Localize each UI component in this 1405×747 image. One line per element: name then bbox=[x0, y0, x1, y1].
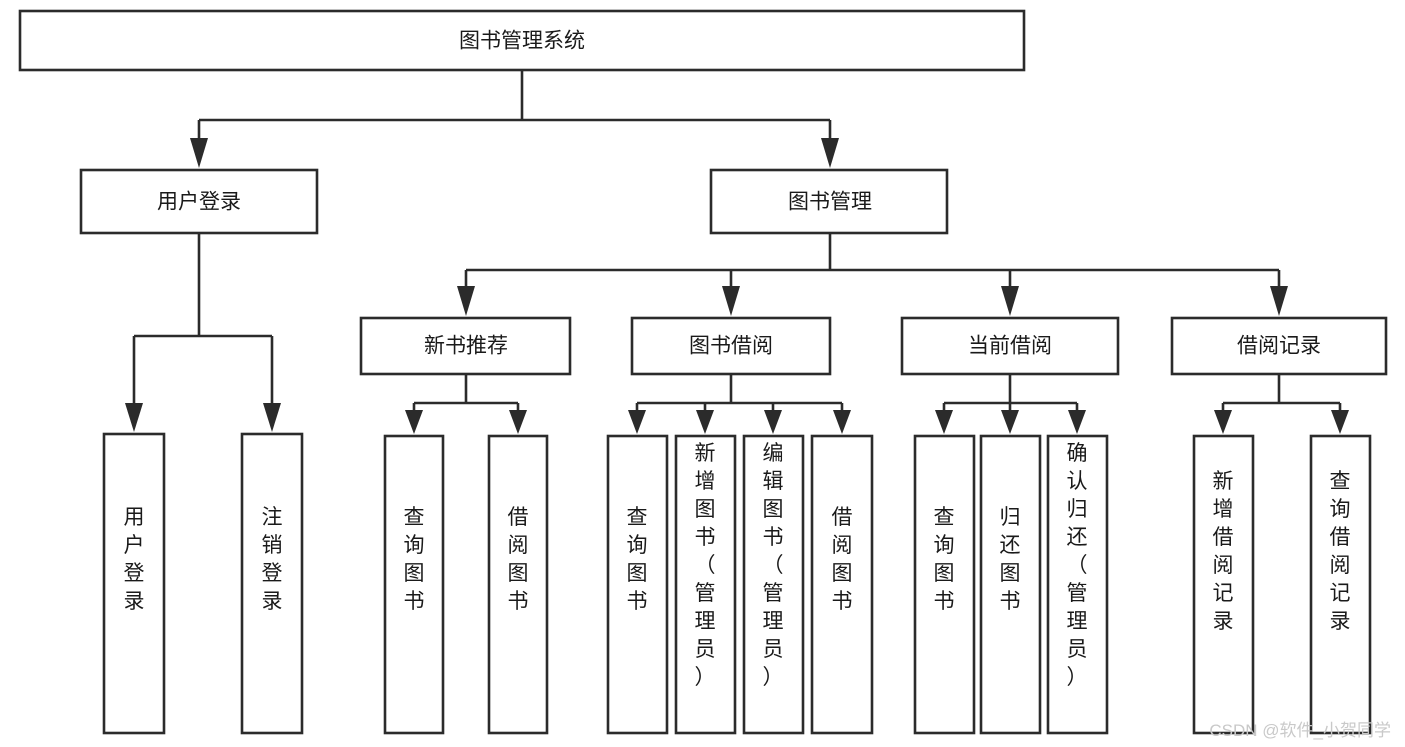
node-borrow-record-box bbox=[1170, 316, 1388, 376]
node-leaf-add-record-label: 新增借阅记录 bbox=[1213, 470, 1234, 633]
node-new-book-recommend-label: 新书推荐 bbox=[424, 335, 508, 358]
node-leaf-add-book[interactable]: 新增图书（管理员） bbox=[674, 434, 737, 735]
csdn-watermark: CSDN @软件_小贺同学 bbox=[1209, 721, 1391, 740]
node-root-label: 图书管理系统 bbox=[459, 30, 585, 53]
node-user-login-label: 用户登录 bbox=[157, 191, 241, 214]
node-book-borrow-label: 图书借阅 bbox=[689, 335, 773, 358]
node-leaf-borrow-book-2-label: 借阅图书 bbox=[832, 506, 853, 613]
arrowhead-leaf-confirm-return bbox=[1068, 410, 1086, 434]
node-borrow-record-label: 借阅记录 bbox=[1237, 335, 1321, 358]
node-book-borrow[interactable]: 图书借阅 bbox=[630, 316, 832, 376]
node-leaf-query-record-label: 查询借阅记录 bbox=[1330, 470, 1351, 633]
node-leaf-query-book-3-box bbox=[913, 434, 976, 735]
arrowhead-book-management bbox=[821, 138, 839, 168]
arrowhead-leaf-add-book bbox=[696, 410, 714, 434]
arrowhead-leaf-borrow-book-1 bbox=[509, 410, 527, 434]
node-book-borrow-box bbox=[630, 316, 832, 376]
arrowhead-current-borrow bbox=[1001, 286, 1019, 316]
connector-layer bbox=[125, 70, 1349, 434]
arrowhead-book-borrow bbox=[722, 286, 740, 316]
arrowhead-leaf-query-record bbox=[1331, 410, 1349, 434]
node-current-borrow-box bbox=[900, 316, 1120, 376]
node-leaf-borrow-book-1[interactable]: 借阅图书 bbox=[487, 434, 549, 735]
node-leaf-query-book-3-label: 查询图书 bbox=[934, 506, 955, 613]
node-leaf-return-book[interactable]: 归还图书 bbox=[979, 434, 1042, 735]
node-new-book-recommend-box bbox=[359, 316, 572, 376]
node-user-login-box bbox=[79, 168, 319, 235]
node-leaf-user-logout-box bbox=[240, 432, 304, 735]
node-leaf-add-record-box bbox=[1192, 434, 1255, 735]
node-leaf-user-logout[interactable]: 注销登录 bbox=[240, 432, 304, 735]
node-root-box bbox=[18, 9, 1026, 72]
node-new-book-recommend[interactable]: 新书推荐 bbox=[359, 316, 572, 376]
node-leaf-add-book-box bbox=[674, 434, 737, 735]
node-leaf-query-book-1-label: 查询图书 bbox=[404, 506, 425, 613]
arrowhead-new-book-recommend bbox=[457, 286, 475, 316]
node-borrow-record[interactable]: 借阅记录 bbox=[1170, 316, 1388, 376]
node-leaf-add-record[interactable]: 新增借阅记录 bbox=[1192, 434, 1255, 735]
node-leaf-borrow-book-2-box bbox=[810, 434, 874, 735]
node-leaf-edit-book[interactable]: 编辑图书（管理员） bbox=[742, 434, 805, 735]
node-leaf-query-book-2-box bbox=[606, 434, 669, 735]
node-current-borrow[interactable]: 当前借阅 bbox=[900, 316, 1120, 376]
node-leaf-query-record-box bbox=[1309, 434, 1372, 735]
arrowhead-borrow-record bbox=[1270, 286, 1288, 316]
arrowhead-leaf-borrow-book-2 bbox=[833, 410, 851, 434]
node-leaf-edit-book-label: 编辑图书（管理员） bbox=[763, 442, 784, 689]
arrowhead-leaf-return-book bbox=[1001, 410, 1019, 434]
node-leaf-borrow-book-2[interactable]: 借阅图书 bbox=[810, 434, 874, 735]
arrowhead-leaf-user-login bbox=[125, 403, 143, 432]
node-leaf-query-book-3[interactable]: 查询图书 bbox=[913, 434, 976, 735]
node-leaf-user-login-box bbox=[102, 432, 166, 735]
node-book-management-box bbox=[709, 168, 949, 235]
node-leaf-query-book-1[interactable]: 查询图书 bbox=[383, 434, 445, 735]
node-book-management[interactable]: 图书管理 bbox=[709, 168, 949, 235]
node-leaf-return-book-box bbox=[979, 434, 1042, 735]
node-leaf-query-record[interactable]: 查询借阅记录 bbox=[1309, 434, 1372, 735]
arrowhead-user-login bbox=[190, 138, 208, 168]
node-current-borrow-label: 当前借阅 bbox=[968, 335, 1052, 358]
node-leaf-borrow-book-1-box bbox=[487, 434, 549, 735]
arrowhead-leaf-edit-book bbox=[764, 410, 782, 434]
arrowhead-leaf-query-book-2 bbox=[628, 410, 646, 434]
node-leaf-confirm-return-box bbox=[1046, 434, 1109, 735]
node-leaf-confirm-return[interactable]: 确认归还（管理员） bbox=[1046, 434, 1109, 735]
node-leaf-user-logout-label: 注销登录 bbox=[262, 506, 283, 613]
node-leaf-borrow-book-1-label: 借阅图书 bbox=[508, 506, 529, 613]
node-leaf-confirm-return-label: 确认归还（管理员） bbox=[1067, 442, 1088, 689]
arrowhead-leaf-add-record bbox=[1214, 410, 1232, 434]
arrowhead-leaf-query-book-1 bbox=[405, 410, 423, 434]
node-leaf-query-book-2-label: 查询图书 bbox=[627, 506, 648, 613]
arrowhead-leaf-query-book-3 bbox=[935, 410, 953, 434]
node-leaf-edit-book-box bbox=[742, 434, 805, 735]
node-leaf-user-login[interactable]: 用户登录 bbox=[102, 432, 166, 735]
node-user-login[interactable]: 用户登录 bbox=[79, 168, 319, 235]
node-leaf-user-login-label: 用户登录 bbox=[124, 506, 145, 613]
node-leaf-query-book-1-box bbox=[383, 434, 445, 735]
node-leaf-query-book-2[interactable]: 查询图书 bbox=[606, 434, 669, 735]
node-root[interactable]: 图书管理系统 bbox=[18, 9, 1026, 72]
arrowhead-leaf-user-logout bbox=[263, 403, 281, 432]
node-leaf-return-book-label: 归还图书 bbox=[1000, 506, 1021, 613]
node-leaf-add-book-label: 新增图书（管理员） bbox=[695, 442, 716, 689]
node-book-management-label: 图书管理 bbox=[788, 191, 872, 214]
